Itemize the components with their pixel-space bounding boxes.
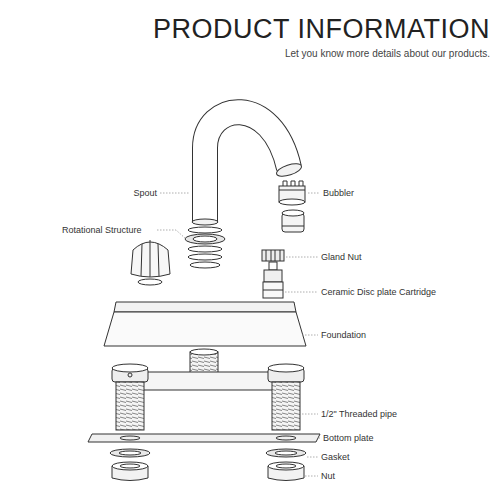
subtitle: Let you know more details about our prod… xyxy=(285,48,490,59)
part-label: Bubbler xyxy=(323,188,354,199)
leader-lines xyxy=(157,193,320,476)
page-title: PRODUCT INFORMATION xyxy=(153,14,490,45)
part-label: Spout xyxy=(133,188,157,199)
part-label: Gland Nut xyxy=(321,252,362,263)
part-label: Nut xyxy=(321,471,335,482)
part-label: Ceramic Disc plate Cartridge xyxy=(321,287,436,298)
part-label: Foundation xyxy=(321,330,366,341)
part-label: Rotational Structure xyxy=(62,225,142,236)
part-label: Bottom plate xyxy=(323,433,374,444)
part-label: Gasket xyxy=(321,452,350,463)
part-label: 1/2" Threaded pipe xyxy=(321,409,397,420)
